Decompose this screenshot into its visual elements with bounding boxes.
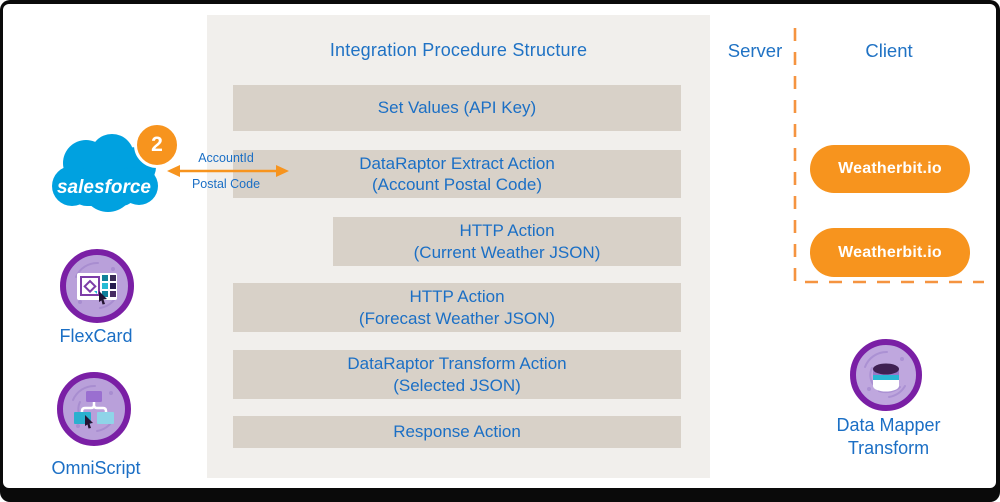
step-set-values: Set Values (API Key) <box>233 85 681 131</box>
weatherbit-endpoint-2[interactable]: Weatherbit.io <box>810 228 970 277</box>
omniscript-icon <box>57 372 131 446</box>
weatherbit-label: Weatherbit.io <box>838 243 942 261</box>
server-column-label: Server <box>727 40 783 61</box>
step-dataraptor-transform: DataRaptor Transform Action (Selected JS… <box>233 350 681 399</box>
step-dataraptor-extract: DataRaptor Extract Action (Account Posta… <box>233 150 681 198</box>
flexcard-label: FlexCard <box>59 326 133 346</box>
step-line1: HTTP Action <box>409 287 505 307</box>
salesforce-logo: salesforce <box>48 130 160 213</box>
flexcard-icon <box>60 249 134 323</box>
step-number-badge: 2 <box>134 122 180 168</box>
step-line2: (Account Postal Code) <box>371 175 543 194</box>
step-line1: DataRaptor Extract Action <box>359 153 555 173</box>
diagram-canvas: Integration Procedure Structure Set Valu… <box>3 4 996 488</box>
integration-procedure-panel: Integration Procedure Structure Set Valu… <box>207 15 710 478</box>
step-http-forecast: HTTP Action (Forecast Weather JSON) <box>233 283 681 332</box>
step-line1: DataRaptor Transform Action <box>347 354 567 374</box>
step-response-action: Response Action <box>233 416 681 448</box>
arrow-label-postal-code: Postal Code <box>191 177 261 191</box>
arrow-label-accountid: AccountId <box>198 151 254 165</box>
step-line1: Set Values (API Key) <box>377 98 537 118</box>
step-line1: Response Action <box>393 422 521 442</box>
svg-text:salesforce: salesforce <box>57 177 151 198</box>
weatherbit-label: Weatherbit.io <box>838 160 942 177</box>
data-mapper-label-line2: Transform <box>847 438 930 459</box>
data-mapper-transform-icon <box>850 339 922 411</box>
step-line2: (Selected JSON) <box>393 375 521 395</box>
step-http-current: HTTP Action (Current Weather JSON) <box>333 217 681 266</box>
panel-title: Integration Procedure Structure <box>329 40 588 60</box>
step-line1: HTTP Action <box>459 221 555 241</box>
data-mapper-label-line1: Data Mapper <box>836 415 941 435</box>
salesforce-cloud-icon: salesforce <box>52 134 158 212</box>
client-column-label: Client <box>865 40 913 61</box>
omniscript-label: OmniScript <box>51 458 141 478</box>
step-line2: (Current Weather JSON) <box>413 242 601 262</box>
bidirectional-arrow-icon <box>167 165 289 177</box>
weatherbit-endpoint-1[interactable]: Weatherbit.io <box>810 145 970 193</box>
step-line2: (Forecast Weather JSON) <box>358 308 556 328</box>
data-mapper-label: Data Mapper Transform <box>806 414 971 461</box>
